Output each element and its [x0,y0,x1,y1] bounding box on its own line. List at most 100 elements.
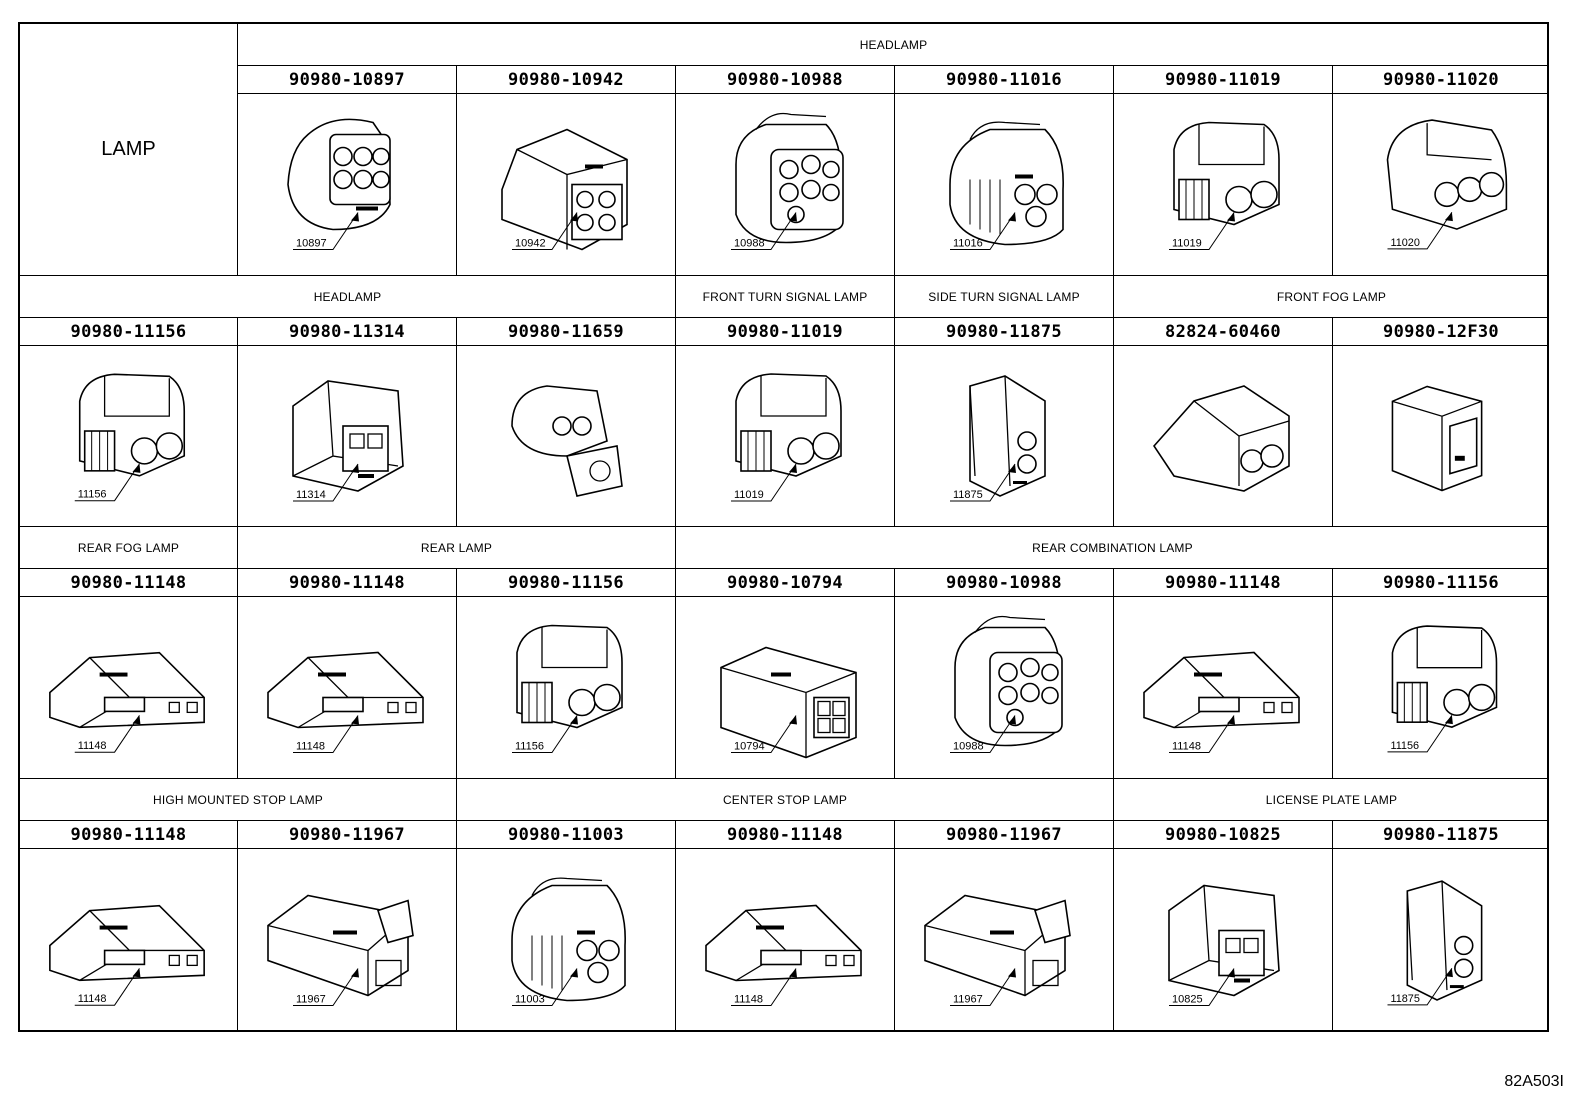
connector-drawing: 11156 [1387,625,1498,753]
connector-drawing: 11003 [511,877,626,1006]
part-number: 82824-60460 [1114,318,1333,346]
svg-text:11148: 11148 [1172,741,1201,753]
part-number: 90980-11148 [1114,569,1333,597]
connector-illustration: 11003 [457,849,676,1032]
svg-text:11875: 11875 [953,489,983,501]
svg-text:11003: 11003 [515,994,545,1006]
part-number: 90980-11019 [1114,66,1333,94]
connector-illustration: 11148 [1114,597,1333,779]
part-number: 90980-11156 [20,318,238,346]
svg-text:11148: 11148 [78,993,107,1005]
connector-illustration: 11016 [895,94,1114,276]
section-header: FRONT FOG LAMP [1114,276,1549,318]
part-number: 90980-11148 [20,569,238,597]
connector-drawing: 10988 [731,112,844,250]
part-number: 90980-11156 [1333,569,1549,597]
connector-drawing [1391,385,1483,492]
connector-illustration: 11148 [676,849,895,1032]
connector-drawing: 10942 [501,128,628,251]
part-number: 90980-10897 [238,66,457,94]
connector-drawing: 10988 [950,615,1063,753]
connector-illustration: 11967 [895,849,1114,1032]
connector-drawing: 11020 [1386,119,1508,250]
connector-illustration: 10794 [676,597,895,779]
section-header: REAR LAMP [238,527,676,569]
svg-text:10897: 10897 [296,238,327,250]
section-header: SIDE TURN SIGNAL LAMP [895,276,1114,318]
part-number: 90980-11003 [457,821,676,849]
connector-illustration: 11148 [20,849,238,1032]
connector-drawing: 11875 [1387,880,1483,1006]
connector-illustration: 11148 [238,597,457,779]
connector-drawing: 10794 [720,646,857,759]
connector-drawing: 11156 [512,624,623,753]
svg-text:11016: 11016 [953,238,983,250]
svg-text:10988: 10988 [953,741,984,753]
part-number: 90980-11148 [20,821,238,849]
svg-text:11875: 11875 [1390,993,1419,1005]
svg-text:11019: 11019 [734,489,764,501]
part-number: 90980-10988 [676,66,895,94]
svg-text:10825: 10825 [1172,994,1203,1006]
part-number: 90980-10942 [457,66,676,94]
connector-illustration: 10897 [238,94,457,276]
connector-illustration: 11148 [20,597,238,779]
section-header: HIGH MOUNTED STOP LAMP [20,779,457,821]
part-number: 90980-11967 [238,821,457,849]
section-header: FRONT TURN SIGNAL LAMP [676,276,895,318]
connector-illustration: 11156 [1333,597,1549,779]
connector-drawing: 11967 [924,894,1071,1006]
svg-text:10794: 10794 [734,741,765,753]
diagram-code: 82A503I [1504,1073,1564,1090]
part-number: 90980-11020 [1333,66,1549,94]
connector-drawing: 11019 [1169,121,1280,250]
connector-drawing [1152,385,1290,492]
connector-illustration: 11314 [238,346,457,527]
section-header: HEADLAMP [238,24,1549,66]
connector-illustration: 11875 [895,346,1114,527]
section-header: REAR FOG LAMP [20,527,238,569]
part-number: 90980-11875 [895,318,1114,346]
part-number: 90980-11875 [1333,821,1549,849]
lamp-title: LAMP [20,24,238,276]
part-number: 90980-11659 [457,318,676,346]
connector-illustration: 11020 [1333,94,1549,276]
connector-illustration: 11156 [457,597,676,779]
part-number: 90980-11019 [676,318,895,346]
connector-drawing [511,385,623,497]
svg-text:11148: 11148 [296,741,325,753]
svg-text:11314: 11314 [296,489,326,501]
part-number: 90980-11967 [895,821,1114,849]
part-number: 90980-10988 [895,569,1114,597]
connector-drawing: 11148 [1143,651,1300,753]
connector-drawing: 11016 [949,121,1064,250]
svg-text:11148: 11148 [734,994,763,1006]
connector-illustration [1114,346,1333,527]
section-header: REAR COMBINATION LAMP [676,527,1549,569]
connector-illustration: 10942 [457,94,676,276]
svg-text:11148: 11148 [78,740,107,752]
svg-text:11967: 11967 [296,994,326,1006]
connector-illustration [457,346,676,527]
connector-drawing: 11148 [49,651,205,753]
section-header: LICENSE PLATE LAMP [1114,779,1549,821]
svg-text:11967: 11967 [953,994,983,1006]
connector-illustration: 10988 [895,597,1114,779]
connector-illustration: 10825 [1114,849,1333,1032]
connector-drawing: 11148 [49,904,205,1006]
connector-illustration [1333,346,1549,527]
svg-text:10988: 10988 [734,238,765,250]
part-number: 90980-10825 [1114,821,1333,849]
section-header: HEADLAMP [20,276,676,318]
part-number: 90980-11016 [895,66,1114,94]
part-number: 90980-11148 [238,569,457,597]
connector-drawing: 11148 [705,904,862,1006]
connector-illustration: 11875 [1333,849,1549,1032]
connector-illustration: 11967 [238,849,457,1032]
connector-illustration: 10988 [676,94,895,276]
part-number: 90980-10794 [676,569,895,597]
connector-drawing: 11314 [292,380,404,502]
connector-drawing: 11967 [267,894,414,1006]
svg-text:11156: 11156 [1390,740,1419,752]
